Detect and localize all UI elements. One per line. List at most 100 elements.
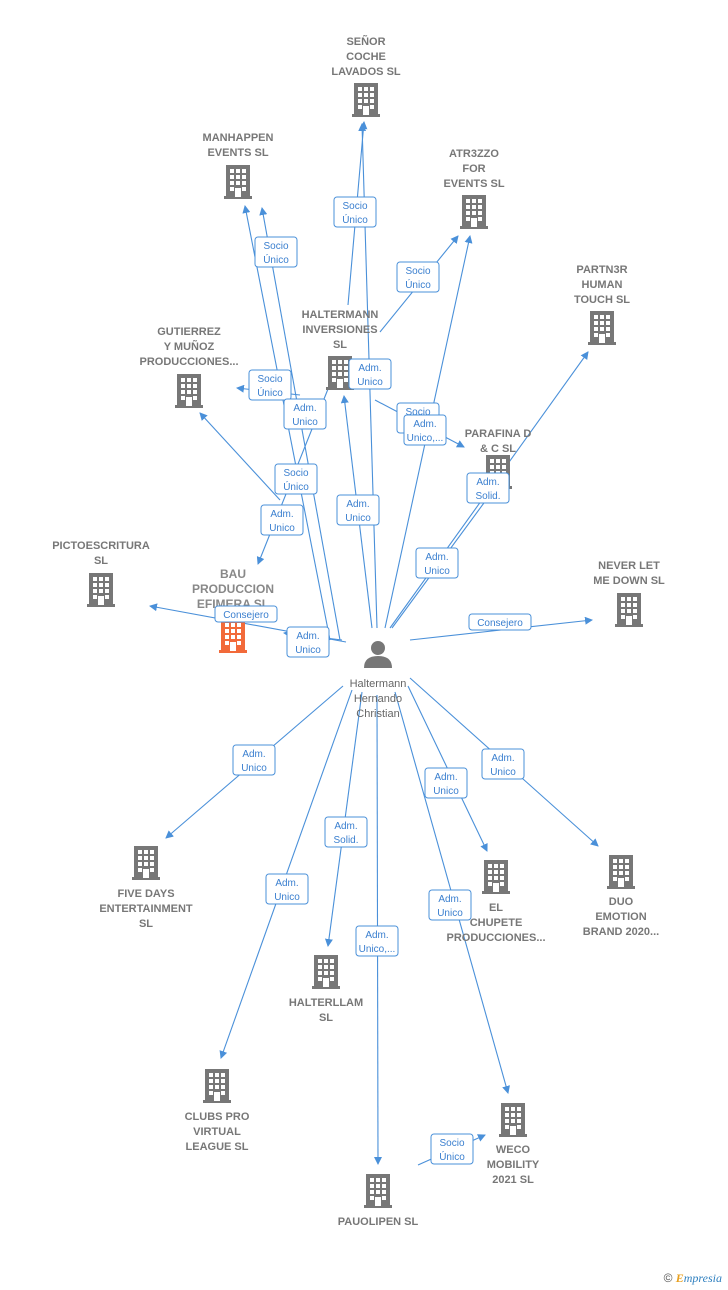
building-icon: [132, 846, 160, 880]
relation-type-text: Único: [342, 213, 368, 226]
relation-label-r_consejero_picto[interactable]: Consejero: [214, 605, 278, 623]
relation-type-text: Único: [405, 278, 431, 291]
relation-label-r_paulipen[interactable]: Adm.Unico,...: [355, 925, 399, 957]
company-name-line: CLUBS PRO: [185, 1111, 250, 1123]
relation-type-text: Socio: [405, 266, 430, 277]
company-name-line: COCHE: [346, 51, 386, 63]
relation-type-text: Socio: [263, 241, 288, 252]
relation-label-r_elchupete[interactable]: Adm.Unico: [424, 767, 468, 799]
relation-label-r_adm_solid_parafina[interactable]: Adm.Solid.: [466, 472, 510, 504]
company-name-line: PRODUCCION: [192, 582, 274, 596]
relation-label-r_weco[interactable]: Adm. Unico: [428, 889, 472, 921]
building-icon: [312, 955, 340, 989]
relation-type-text: Unico: [241, 763, 267, 774]
relation-type-text: Unico: [437, 908, 463, 919]
relation-type-text: Único: [439, 1150, 465, 1163]
company-name-line: EMOTION: [595, 911, 646, 923]
relation-label-r_hinv_adm2[interactable]: Adm.Unico: [283, 398, 327, 430]
company-name-line: EVENTS SL: [207, 147, 268, 159]
building-icon: [607, 855, 635, 889]
company-name-line: WECO: [496, 1144, 531, 1156]
relation-type-text: Adm.: [438, 894, 461, 905]
relation-type-text: Consejero: [223, 610, 269, 621]
relation-type-text: Socio: [257, 374, 282, 385]
company-name-line: SL: [333, 339, 347, 351]
relation-type-text: Adm.: [491, 753, 514, 764]
relation-label-r_clubspro[interactable]: Adm.Unico: [265, 873, 309, 905]
company-name-line: ME DOWN SL: [593, 575, 665, 587]
relation-type-text: Socio: [405, 407, 430, 418]
company-name-line: SL: [319, 1012, 333, 1024]
building-icon: [175, 374, 203, 408]
company-name-line: HALTERMANN: [302, 309, 379, 321]
company-node-parafina[interactable]: PARAFINA D & C SL: [465, 428, 532, 489]
company-node-haltermann_inv[interactable]: HALTERMANN INVERSIONES SL: [302, 309, 379, 390]
relation-type-text: Socio: [439, 1138, 464, 1149]
relation-type-text: Solid.: [475, 491, 500, 502]
footer-credit: © Empresia: [664, 1271, 722, 1286]
company-name-line: PARAFINA D: [465, 428, 532, 440]
relation-type-text: Adm.: [270, 509, 293, 520]
building-icon: [482, 860, 510, 894]
relation-type-text: Unico,...: [359, 944, 396, 955]
company-name-line: HUMAN: [582, 279, 623, 291]
person-name-line: Christian: [356, 708, 399, 720]
relation-label-r_adm_bau[interactable]: Adm.Unico: [286, 626, 330, 658]
company-name-line: FIVE DAYS: [117, 888, 174, 900]
relation-type-text: Adm.: [425, 552, 448, 563]
person-name-line: Hernando: [354, 693, 402, 705]
relation-label-r_adm_partn3r[interactable]: Adm.Unico: [415, 547, 459, 579]
company-name-line: BAU: [220, 567, 246, 581]
company-name-line: PARTN3R: [576, 264, 627, 276]
relation-label-r_hinv_adm[interactable]: Adm.Unico: [348, 358, 392, 390]
company-name-line: EL: [489, 902, 503, 914]
relation-labels-layer: SocioÚnicoSocioÚnicoSocioÚnicoSocioÚnico…: [214, 196, 532, 1165]
company-node-elchupete[interactable]: ELCHUPETEPRODUCCIONES...: [446, 860, 546, 944]
relation-label-r_consejero_never[interactable]: Consejero: [468, 613, 532, 631]
relation-label-r_adm_center_up[interactable]: Adm.Unico: [336, 494, 380, 526]
company-name-line: INVERSIONES: [302, 324, 377, 336]
company-name-line: & C SL: [480, 443, 516, 455]
relation-type-text: Unico: [490, 767, 516, 778]
empresia-logo[interactable]: Empresia: [675, 1271, 722, 1285]
company-name-line: FOR: [462, 163, 485, 175]
company-node-paulipen[interactable]: PAUOLIPEN SL: [338, 1174, 419, 1228]
relation-type-text: Adm.: [413, 419, 436, 430]
relation-type-text: Socio: [342, 201, 367, 212]
relation-label-r_halterllam[interactable]: Adm.Solid.: [324, 816, 368, 848]
company-name-line: CHUPETE: [470, 917, 523, 929]
relation-type-text: Unico: [345, 513, 371, 524]
relation-label-r_duo[interactable]: Adm. Unico: [481, 748, 525, 780]
company-name-line: LEAGUE SL: [186, 1141, 249, 1153]
relation-label-r_adm_unico_dots[interactable]: Adm.Unico,...: [403, 414, 447, 446]
company-name-line: 2021 SL: [492, 1174, 534, 1186]
building-icon: [588, 311, 616, 345]
relation-type-text: Adm.: [434, 772, 457, 783]
relation-label-r_fivedays[interactable]: Adm.Unico: [232, 744, 276, 776]
relation-label-r_adm_bau2[interactable]: Adm.Unico: [260, 504, 304, 536]
building-icon: [203, 1069, 231, 1103]
building-icon: [352, 83, 380, 117]
building-icon: [364, 1174, 392, 1208]
company-name-line: GUTIERREZ: [157, 326, 221, 338]
